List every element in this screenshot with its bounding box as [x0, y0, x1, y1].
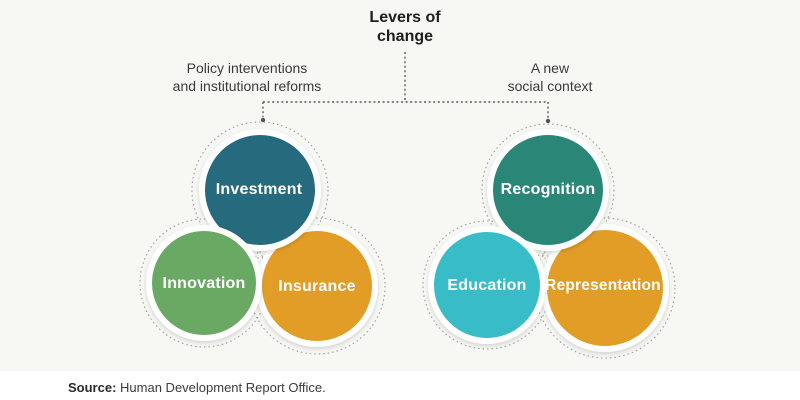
right-branch-label-line1: A new	[530, 60, 570, 76]
diagram-title: Levers of change	[369, 8, 440, 46]
left-branch-label: Policy interventions and institutional r…	[173, 60, 322, 95]
representation-dotted-ring	[534, 217, 676, 359]
left-branch-label-line2: and institutional reforms	[172, 77, 322, 94]
right-cluster	[428, 129, 669, 352]
right-branch-label-line2: social context	[507, 77, 593, 94]
recognition-dotted-ring	[481, 123, 615, 257]
connector-dot-left	[260, 117, 266, 123]
footer-strip	[0, 371, 800, 400]
insurance-dotted-ring	[248, 217, 386, 355]
right-branch-label: A new social context	[508, 60, 593, 95]
diagram-title-line2: change	[376, 28, 434, 45]
circle-label-recognition: Recognition	[500, 181, 596, 198]
recognition-circle	[487, 129, 609, 251]
diagram-title-line1: Levers of	[369, 9, 441, 26]
connector-dot-right	[545, 118, 551, 124]
source-label: Source:	[68, 380, 117, 395]
investment-circle	[199, 129, 321, 251]
circle-label-innovation: Innovation	[162, 275, 246, 292]
investment-dotted-ring	[191, 121, 329, 259]
source-text: Human Development Report Office.	[120, 380, 326, 395]
circle-label-education: Education	[447, 277, 527, 294]
source-line: Source: Human Development Report Office.	[68, 380, 326, 395]
connector-line	[262, 52, 549, 118]
left-branch-label-line1: Policy interventions	[186, 60, 308, 76]
representation-circle-overlap	[541, 226, 546, 344]
circle-label-investment: Investment	[215, 181, 303, 198]
insurance-circle-overlap	[256, 225, 262, 341]
circle-label-representation: Representation	[545, 277, 661, 294]
circle-label-insurance: Insurance	[278, 278, 356, 295]
left-cluster	[146, 129, 378, 347]
